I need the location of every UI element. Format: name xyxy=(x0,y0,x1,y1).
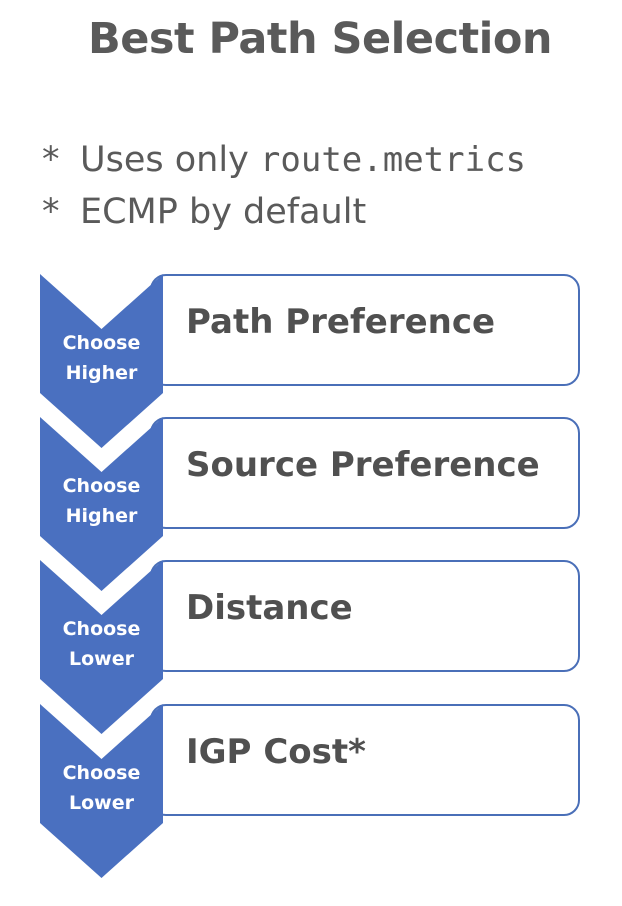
chevron-label-line1: Choose xyxy=(62,618,141,640)
chevron-label: Choose Lower xyxy=(40,614,163,674)
chevron-label-line1: Choose xyxy=(62,762,141,784)
step-box: Distance xyxy=(150,560,580,672)
step-box: Source Preference xyxy=(150,417,580,529)
chevron-arrow-shape: Choose Higher xyxy=(40,417,163,591)
diagram-title: Best Path Selection xyxy=(87,14,553,64)
step-source-preference: Source Preference Choose Higher xyxy=(0,417,622,593)
bullet-marker: * xyxy=(42,140,60,180)
bullet-code: route.metrics xyxy=(259,140,527,180)
chevron-label-line2: Lower xyxy=(69,648,134,670)
chevron-label: Choose Higher xyxy=(40,328,163,388)
chevron-label-line2: Lower xyxy=(69,792,134,814)
step-label: Path Preference xyxy=(186,302,496,342)
chevron-arrow-shape: Choose Lower xyxy=(40,560,163,734)
step-distance: Distance Choose Lower xyxy=(0,560,622,736)
bullet-text: ECMP by default xyxy=(80,192,367,232)
bullet-text: Uses only xyxy=(80,140,260,180)
chevron-label-line1: Choose xyxy=(62,475,141,497)
step-igp-cost: IGP Cost* Choose Lower xyxy=(0,704,622,880)
chevron-label: Choose Higher xyxy=(40,471,163,531)
step-path-preference: Path Preference Choose Higher xyxy=(0,274,622,450)
step-label: IGP Cost* xyxy=(186,732,366,772)
bullet-item-ecmp: * ECMP by default xyxy=(42,186,526,238)
step-box: IGP Cost* xyxy=(150,704,580,816)
bullet-item-metrics: * Uses only route.metrics xyxy=(42,134,526,186)
bullet-marker: * xyxy=(42,192,60,232)
step-label: Source Preference xyxy=(186,445,540,485)
bullet-list: * Uses only route.metrics * ECMP by defaul… xyxy=(42,134,526,238)
step-box: Path Preference xyxy=(150,274,580,386)
chevron-label-line2: Higher xyxy=(65,362,138,384)
chevron-label-line2: Higher xyxy=(65,505,138,527)
chevron-arrow-shape: Choose Lower xyxy=(40,704,163,878)
chevron-arrow-shape: Choose Higher xyxy=(40,274,163,448)
chevron-label-line1: Choose xyxy=(62,332,141,354)
chevron-label: Choose Lower xyxy=(40,758,163,818)
step-label: Distance xyxy=(186,588,353,628)
